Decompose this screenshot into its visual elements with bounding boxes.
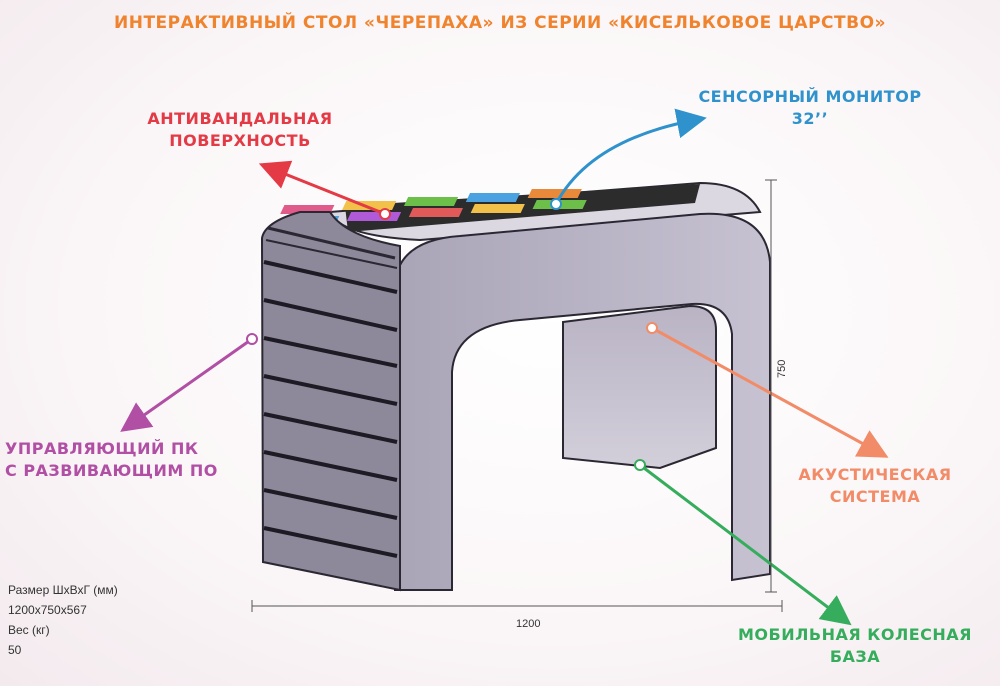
arrow-pc	[120, 337, 253, 432]
callout-monitor: СЕНСОРНЫЙ МОНИТОР 32’’	[660, 86, 960, 129]
callout-surface-line2: ПОВЕРХНОСТЬ	[169, 130, 311, 150]
spec-weight-value: 50	[8, 643, 22, 657]
arrow-acoustic	[651, 326, 889, 458]
callout-monitor-line2: 32’’	[791, 108, 829, 128]
spec-size-label: Размер ШхВхГ (мм)	[8, 583, 118, 597]
callout-pc-line1: УПРАВЛЯЮЩИЙ ПК	[5, 439, 199, 458]
callout-acoustic: АКУСТИЧЕСКАЯ СИСТЕМА	[765, 464, 985, 507]
callout-pc-line2: С РАЗВИВАЮЩИМ ПО	[5, 460, 218, 480]
dimension-height-label: 750	[776, 359, 788, 378]
callout-pc: УПРАВЛЯЮЩИЙ ПК С РАЗВИВАЮЩИМ ПО	[5, 438, 245, 481]
callout-mobile: МОБИЛЬНАЯ КОЛЕСНАЯ БАЗА	[725, 624, 985, 667]
arrow-monitor	[554, 108, 707, 205]
pc-cabinet	[260, 211, 401, 592]
page-title: ИНТЕРАКТИВНЫЙ СТОЛ «ЧЕРЕПАХА» ИЗ СЕРИИ «…	[113, 13, 886, 33]
dimension-height-line	[765, 179, 777, 593]
inner-leg-panel	[562, 304, 717, 470]
callout-acoustic-line1: АКУСТИЧЕСКАЯ	[798, 465, 952, 484]
arrow-surface	[258, 160, 386, 216]
spec-size-value: 1200x750x567	[8, 603, 87, 617]
table-side-arch	[394, 212, 771, 591]
callout-mobile-line1: МОБИЛЬНАЯ КОЛЕСНАЯ	[738, 625, 972, 644]
callout-surface-line1: АНТИВАНДАЛЬНАЯ	[147, 109, 333, 128]
callout-acoustic-line2: СИСТЕМА	[829, 486, 921, 506]
spec-weight-label: Вес (кг)	[8, 623, 50, 637]
callout-monitor-line1: СЕНСОРНЫЙ МОНИТОР	[698, 87, 922, 106]
arrow-mobile	[639, 463, 852, 626]
specifications: Размер ШхВхГ (мм) 1200x750x567 Вес (кг) …	[8, 580, 118, 660]
callout-mobile-line2: БАЗА	[829, 646, 881, 666]
dimension-width-line	[251, 600, 783, 612]
callout-surface: АНТИВАНДАЛЬНАЯ ПОВЕРХНОСТЬ	[120, 108, 360, 151]
dimension-width-label: 1200	[516, 618, 541, 630]
